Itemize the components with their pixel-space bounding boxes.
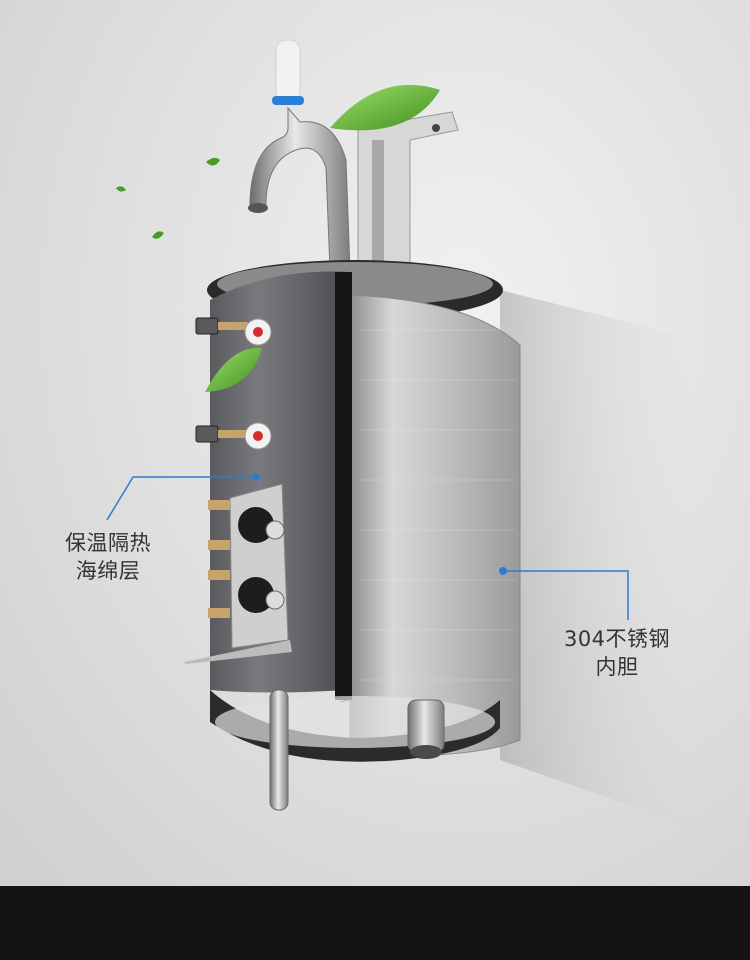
- top-bracket: [357, 111, 459, 269]
- callout-steel-line: [499, 567, 629, 620]
- callout-steel-line1: 304不锈钢: [563, 627, 671, 651]
- product-image-stage: 保温隔热 海绵层 304不锈钢 内胆: [0, 0, 750, 886]
- callout-insulation-line1: 保温隔热: [65, 531, 151, 555]
- callout-steel-label: 304不锈钢 内胆: [552, 625, 682, 681]
- leaf-icon: [330, 84, 440, 131]
- steel-liner: [349, 294, 521, 757]
- leaf-icon: [116, 186, 126, 192]
- terminal-lower: [195, 422, 272, 450]
- leaf-icon: [206, 157, 220, 166]
- leaf-icon: [205, 347, 262, 392]
- water-heater-illustration: [106, 39, 700, 830]
- callout-insulation-line: [106, 473, 260, 521]
- cast-shadow: [500, 290, 700, 830]
- inlet-pipe: [248, 39, 351, 271]
- bottom-pipe-right: [407, 699, 445, 753]
- thermostat-plate: [184, 483, 292, 664]
- bottom-pipe-left: [269, 689, 289, 811]
- callout-insulation-label: 保温隔热 海绵层: [50, 529, 166, 585]
- bottom-dark-bar: [0, 886, 750, 960]
- terminal-upper: [195, 317, 272, 346]
- leaf-icon: [152, 231, 164, 239]
- callout-insulation-line2: 海绵层: [75, 559, 141, 583]
- callout-steel-line2: 内胆: [595, 655, 639, 679]
